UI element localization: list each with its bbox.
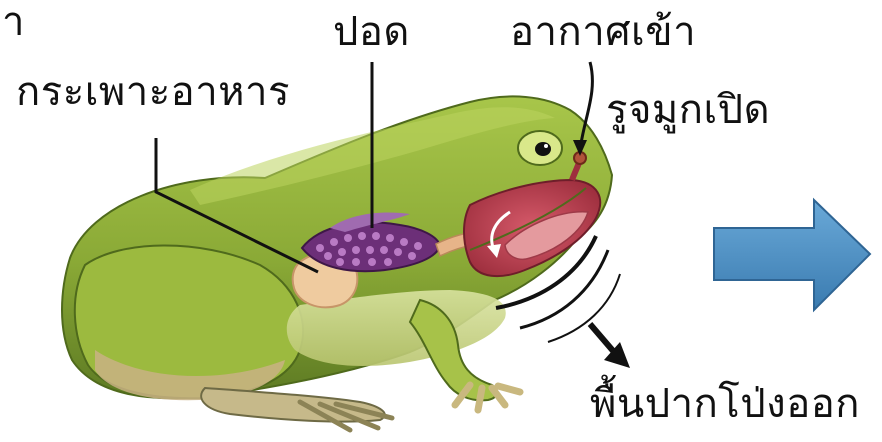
lung-label: ปอด — [333, 12, 410, 52]
hind-foot — [201, 388, 385, 422]
corner-label: า — [2, 2, 25, 42]
air-in-label: อากาศเข้า — [510, 12, 696, 52]
frog-pupil — [535, 142, 551, 156]
nostril-open-label: รูจมูกเปิด — [606, 90, 770, 130]
mouth-floor-out-label: พื้นปากโป่งออก — [590, 384, 860, 424]
next-step-arrow — [714, 200, 870, 310]
floor-out-arrow-shaft — [590, 324, 614, 352]
stomach-label: กระเพาะอาหาร — [16, 72, 290, 112]
